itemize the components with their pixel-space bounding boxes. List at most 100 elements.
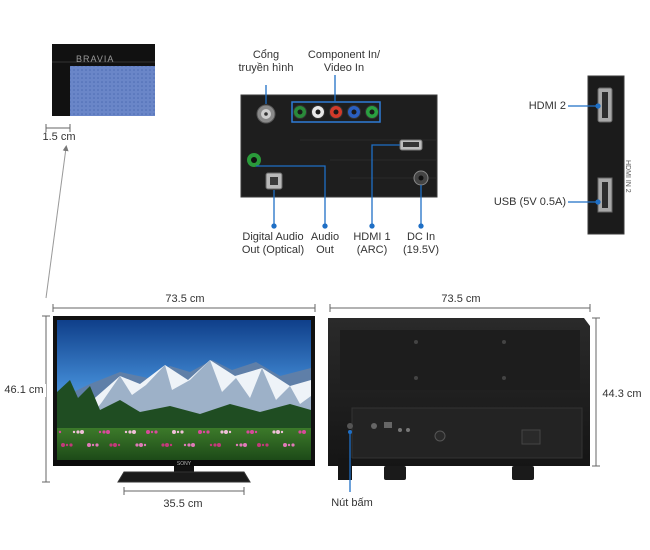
dc-in-label-line1: DC In — [406, 231, 436, 243]
bezel-brand-text: BRAVIA — [76, 54, 115, 64]
flower-dot — [146, 430, 150, 434]
hdmi1-label: HDMI 1 (ARC) — [347, 231, 397, 257]
bezel-pointer-line — [45, 145, 69, 299]
flower-dot — [165, 443, 169, 447]
flower-dot — [132, 430, 136, 434]
flower-dot — [287, 443, 291, 447]
flower-dot — [187, 443, 191, 447]
antenna-label-line2: truyền hình — [238, 62, 294, 74]
component-label: Component In/ Video In — [296, 49, 392, 75]
audio-out-label-line2: Out — [316, 244, 334, 256]
flower-dot — [191, 443, 195, 447]
flower-dot — [128, 430, 132, 434]
flower-dot — [124, 430, 128, 434]
audio-out-label: Audio Out — [303, 231, 347, 257]
component-jack-center — [333, 109, 339, 115]
bezel-thickness-label: 1.5 cm — [42, 131, 76, 143]
component-group-outline — [291, 101, 381, 123]
flower-dot — [202, 430, 206, 434]
flowers — [58, 430, 306, 447]
tv-stand — [117, 466, 251, 483]
flower-dot — [243, 443, 247, 447]
flower-dot — [58, 430, 62, 434]
hdmi1-label-line1: HDMI 1 — [353, 231, 391, 243]
flower-dot — [257, 443, 261, 447]
front-logo: SONY — [177, 461, 192, 467]
flower-dot — [291, 443, 295, 447]
flower-dot — [72, 430, 76, 434]
flower-dot — [172, 430, 176, 434]
hdmi2-label: HDMI 2 — [528, 100, 566, 112]
flower-dot — [65, 443, 69, 447]
audio-out-port — [247, 153, 261, 167]
flower-dot — [154, 430, 158, 434]
front-height-label: 46.1 cm — [2, 384, 46, 397]
flower-dot — [169, 443, 173, 447]
component-jack-center — [351, 109, 357, 115]
flower-dot — [217, 443, 221, 447]
antenna-port — [256, 104, 276, 124]
flower-dot — [98, 430, 102, 434]
buttons-label: Nút bấm — [331, 497, 373, 509]
optical-port — [265, 172, 283, 190]
optical-label-line1: Digital Audio — [242, 231, 304, 243]
flower-dot — [176, 430, 180, 434]
dc-in-label: DC In (19.5V) — [396, 231, 446, 257]
front-width-label: 73.5 cm — [165, 293, 205, 305]
dc-in-label-line2: (19.5V) — [402, 244, 440, 256]
flower-dot — [106, 430, 110, 434]
flower-dot — [102, 430, 106, 434]
flower-dot — [61, 443, 65, 447]
back-height-label: 44.3 cm — [602, 388, 642, 400]
component-jack-center — [369, 109, 375, 115]
flower-dot — [272, 430, 276, 434]
optical-label-line2: Out (Optical) — [241, 244, 305, 256]
flower-dot — [220, 430, 224, 434]
flower-dot — [143, 443, 147, 447]
flower-dot — [276, 430, 280, 434]
side-panel-text: HDMI IN 2 — [624, 160, 631, 193]
flower-dot — [250, 430, 254, 434]
side-port-panel — [587, 75, 625, 235]
component-jack-center — [315, 109, 321, 115]
component-jack-center — [297, 109, 303, 115]
usb-label: USB (5V 0.5A) — [493, 196, 566, 208]
bezel-closeup — [52, 44, 155, 116]
flower-dot — [69, 443, 73, 447]
antenna-label: Cổng truyền hình — [226, 49, 306, 75]
flower-dot — [95, 443, 99, 447]
flower-dot — [135, 443, 139, 447]
optical-label: Digital Audio Out (Optical) — [228, 231, 318, 257]
flower-dot — [198, 430, 202, 434]
flower-dot — [91, 443, 95, 447]
flower-dot — [265, 443, 269, 447]
flower-dot — [206, 430, 210, 434]
back-width-label: 73.5 cm — [441, 293, 481, 305]
tv-front — [53, 316, 315, 466]
antenna-label-line1: Cổng — [252, 49, 280, 61]
flower-dot — [228, 430, 232, 434]
flower-dot — [113, 443, 117, 447]
flower-dot — [280, 430, 284, 434]
flower-dot — [150, 430, 154, 434]
flower-dot — [302, 430, 306, 434]
component-jacks — [293, 105, 379, 119]
component-label-line2: Video In — [323, 62, 365, 74]
flower-dot — [283, 443, 287, 447]
flower-dot — [161, 443, 165, 447]
flower-dot — [246, 430, 250, 434]
flower-dot — [224, 430, 228, 434]
flower-dot — [261, 443, 265, 447]
flower-dot — [80, 430, 84, 434]
audio-out-label-line1: Audio — [310, 231, 340, 243]
flower-dot — [117, 443, 121, 447]
flower-dot — [183, 443, 187, 447]
flower-dot — [213, 443, 217, 447]
dimension-lines — [42, 304, 600, 495]
flower-dot — [76, 430, 80, 434]
component-label-line1: Component In/ — [307, 49, 381, 61]
hdmi1-port — [399, 139, 423, 151]
tv-back — [328, 318, 590, 480]
flower-dot — [180, 430, 184, 434]
